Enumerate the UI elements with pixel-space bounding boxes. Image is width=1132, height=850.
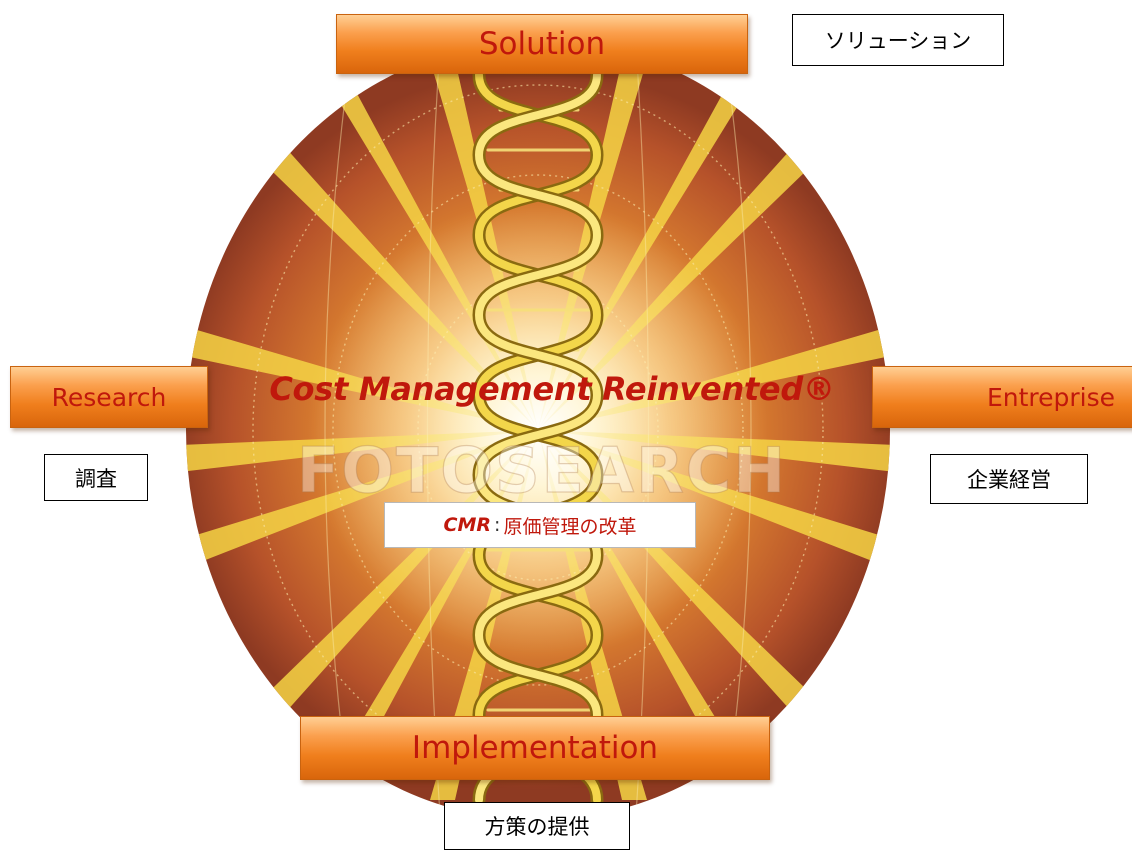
research-japanese-box: 調査: [44, 454, 148, 501]
cmr-subtitle: 原価管理の改革: [503, 515, 637, 538]
implementation-japanese-label: 方策の提供: [484, 815, 590, 839]
cmr-caption-box: CMR : 原価管理の改革: [384, 502, 696, 548]
entreprise-japanese-label: 企業経営: [967, 468, 1051, 492]
entreprise-japanese-box: 企業経営: [930, 454, 1088, 504]
entreprise-box: Entreprise: [872, 366, 1132, 428]
solution-japanese-box: ソリューション: [792, 14, 1004, 66]
solution-box: Solution: [336, 14, 748, 74]
research-label: Research: [51, 382, 167, 412]
center-title: Cost Management Reinvented®: [269, 370, 835, 408]
implementation-box: Implementation: [300, 716, 770, 780]
solution-japanese-label: ソリューション: [824, 29, 972, 53]
cmr-separator: :: [494, 514, 501, 536]
watermark: FOTOSEARCH: [297, 434, 787, 507]
entreprise-label: Entreprise: [986, 382, 1115, 412]
implementation-japanese-box: 方策の提供: [444, 802, 630, 850]
research-japanese-label: 調査: [75, 466, 117, 491]
research-box: Research: [10, 366, 208, 428]
implementation-label: Implementation: [411, 730, 659, 766]
solution-label: Solution: [478, 26, 606, 62]
cmr-abbreviation: CMR: [443, 514, 492, 536]
